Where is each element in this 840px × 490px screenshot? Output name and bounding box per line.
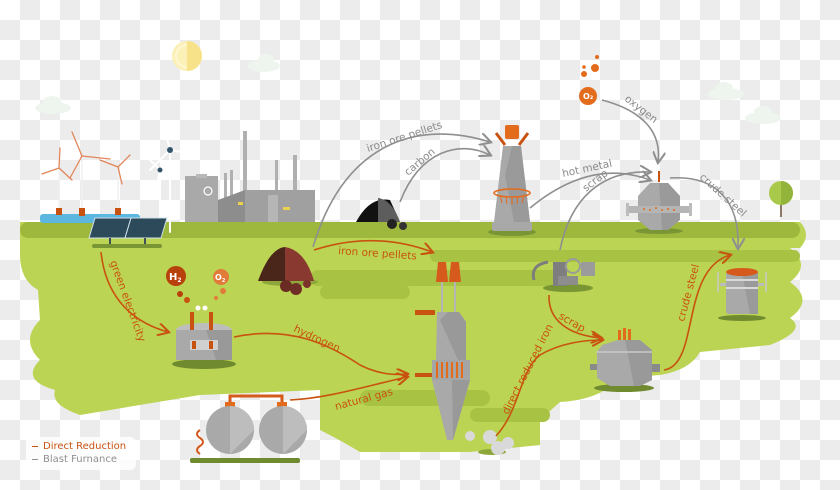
power-plant-icon: [185, 131, 315, 222]
ladle-icon: [717, 268, 767, 321]
o2-label: O2: [215, 273, 226, 284]
dri-pellets-icon: [465, 430, 514, 455]
legend-dash-blast-furnace: [32, 458, 38, 461]
legend-label-blast-furnace: Blast Furnance: [43, 454, 118, 465]
legend-label-direct-reduction: Direct Reduction: [43, 441, 127, 452]
direct-reduction-flows: [100, 239, 730, 437]
shaft-furnace-icon: [415, 262, 470, 440]
electrolyser-icon: [166, 266, 236, 369]
sun-icon: [172, 41, 202, 71]
blast-furnace-icon: [488, 125, 536, 236]
gas-tanks-icon: [190, 394, 307, 463]
oxygen-source-icon: [579, 55, 599, 105]
label-dr-iron-ore-pellets: iron ore pellets: [338, 245, 417, 262]
legend-item-direct-reduction: Direct Reduction: [32, 440, 126, 453]
iron-ore-pile-icon: [258, 247, 318, 295]
converter-icon: [626, 171, 692, 234]
oxygen-source-label: O₂: [583, 92, 594, 101]
solar-panel-icon: [88, 217, 168, 248]
carbon-pile-icon: [356, 198, 407, 230]
legend-dash-direct-reduction: [32, 445, 38, 448]
legend-item-blast-furnace: Blast Furnance: [32, 453, 126, 466]
wind-turbine-icon: [41, 121, 199, 233]
blast-furnace-flows: [312, 99, 738, 250]
electric-arc-furnace-icon: [590, 328, 660, 392]
scrap-icon: [531, 258, 595, 292]
cloud-icon: [35, 54, 781, 124]
legend: Direct Reduction Blast Furnance: [26, 437, 137, 470]
label-bf-carbon: carbon: [402, 146, 438, 179]
tree-icon: [769, 181, 793, 217]
label-bf-crude-steel: crude steel: [697, 171, 749, 219]
